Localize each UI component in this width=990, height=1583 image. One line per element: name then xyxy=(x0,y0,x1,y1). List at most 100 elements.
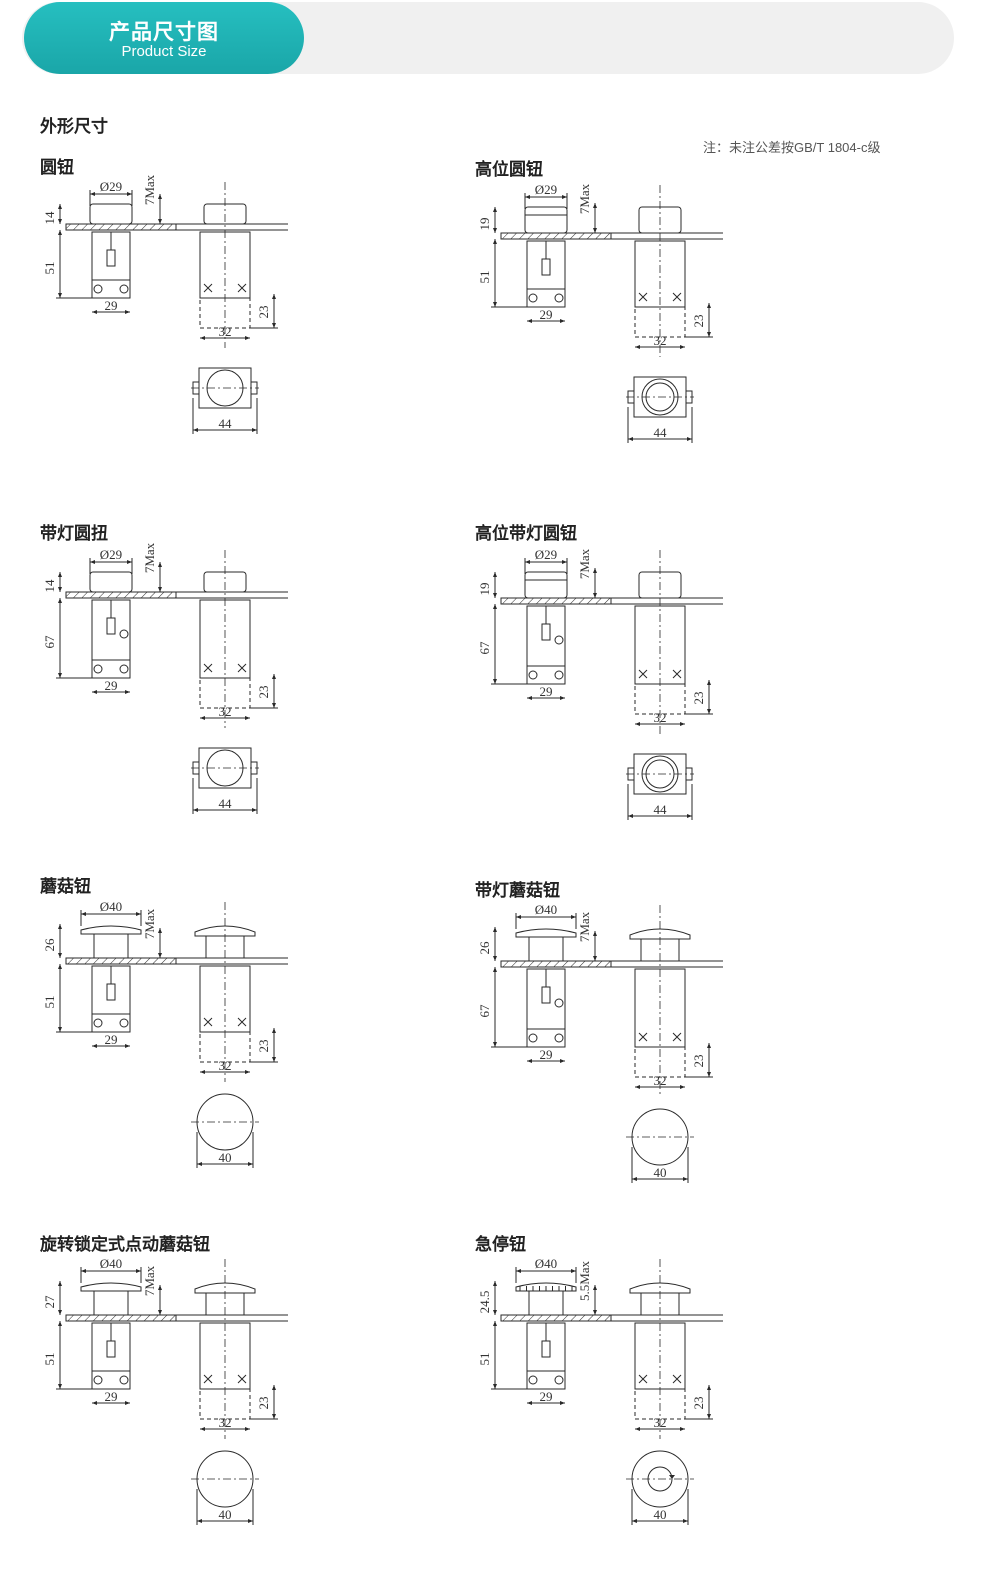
terminal-screw xyxy=(528,670,538,680)
width-label: 32 xyxy=(654,1415,667,1430)
button-collar xyxy=(93,933,129,959)
max-label: 7Max xyxy=(142,174,157,205)
base-width-label: 29 xyxy=(540,1389,553,1404)
terminal-screw xyxy=(93,664,103,674)
item-title: 旋转锁定式点动蘑菇钮 xyxy=(40,1235,210,1254)
mounting-panel xyxy=(65,223,177,231)
bottom-outline xyxy=(627,753,693,795)
head-height-label: 27 xyxy=(42,1295,57,1309)
item-title: 蘑菇钮 xyxy=(40,877,91,896)
contact-element xyxy=(541,1340,551,1358)
diameter-label: Ø29 xyxy=(100,179,122,194)
button-cap xyxy=(89,203,133,225)
mounting-panel xyxy=(500,1314,612,1322)
contact-element xyxy=(106,983,116,1001)
terminal-screw xyxy=(119,1375,129,1385)
item-title: 带灯圆扭 xyxy=(40,524,108,543)
button-cap xyxy=(80,1282,142,1292)
mounting-panel xyxy=(65,957,177,965)
width-label: 32 xyxy=(654,710,667,725)
body-height-label: 51 xyxy=(42,262,57,275)
banner-pill: 产品尺寸图 Product Size xyxy=(24,2,304,74)
max-label: 5.5Max xyxy=(577,1260,592,1301)
terminal-mark xyxy=(638,669,682,679)
head-height-label: 14 xyxy=(42,579,57,593)
diameter-label: Ø40 xyxy=(535,902,557,917)
outer-width-label: 40 xyxy=(654,1507,667,1522)
dimension-arrow xyxy=(90,560,132,564)
banner-title-en: Product Size xyxy=(121,43,207,60)
base-width-label: 29 xyxy=(540,307,553,322)
lamp-screw xyxy=(554,635,564,645)
mounting-panel xyxy=(65,1314,177,1322)
bottom-length-label: 23 xyxy=(691,1055,706,1068)
base-width-label: 29 xyxy=(105,678,118,693)
mounting-panel xyxy=(500,232,612,240)
dimension-arrow xyxy=(90,192,132,196)
outer-width-label: 40 xyxy=(219,1150,232,1165)
diameter-label: Ø40 xyxy=(100,1256,122,1271)
head-height-label: 26 xyxy=(477,941,492,955)
dimension-arrow xyxy=(58,572,62,592)
terminal-mark xyxy=(638,1374,682,1384)
bottom-length-label: 23 xyxy=(691,1397,706,1410)
optional-extension xyxy=(199,1031,251,1063)
tolerance-note: 注：未注公差按GB/T 1804-c级 xyxy=(703,140,881,155)
head-height-label: 19 xyxy=(477,583,492,596)
optional-extension xyxy=(634,1046,686,1078)
diameter-label: Ø40 xyxy=(100,899,122,914)
terminal-screw xyxy=(93,1375,103,1385)
dimension-arrow xyxy=(58,204,62,224)
dimension-arrow xyxy=(635,345,685,349)
diameter-label: Ø29 xyxy=(100,547,122,562)
button-collar xyxy=(93,1290,129,1316)
head-height-label: 24.5 xyxy=(477,1291,492,1314)
terminal-screw xyxy=(528,1033,538,1043)
diameter-label: Ø29 xyxy=(535,547,557,562)
bottom-length-label: 23 xyxy=(256,1397,271,1410)
head-height-label: 26 xyxy=(42,938,57,952)
body-height-label: 67 xyxy=(477,641,492,655)
contact-element xyxy=(541,623,551,641)
terminal-screw xyxy=(119,1018,129,1028)
item-title: 高位带灯圆钮 xyxy=(475,524,577,543)
optional-extension xyxy=(199,297,251,329)
diameter-label: Ø29 xyxy=(535,182,557,197)
width-label: 32 xyxy=(219,1415,232,1430)
body-height-label: 51 xyxy=(42,1353,57,1366)
section-title: 外形尺寸 xyxy=(40,117,108,136)
terminal-mark xyxy=(203,1374,247,1384)
max-label: 7Max xyxy=(142,1265,157,1296)
terminal-mark xyxy=(638,292,682,302)
dimension-arrow xyxy=(635,722,685,726)
mounting-panel xyxy=(500,960,612,968)
mounting-panel xyxy=(500,597,612,605)
head-height-label: 14 xyxy=(42,211,57,225)
terminal-screw xyxy=(528,293,538,303)
terminal-screw xyxy=(119,284,129,294)
bottom-length-label: 23 xyxy=(256,686,271,699)
mounting-panel xyxy=(65,591,177,599)
dimension-arrow xyxy=(635,1427,685,1431)
contact-element xyxy=(106,617,116,635)
terminal-screw xyxy=(554,670,564,680)
terminal-screw xyxy=(554,293,564,303)
outer-width-label: 44 xyxy=(654,425,668,440)
item-title: 急停钮 xyxy=(475,1235,526,1254)
rotate-arrow xyxy=(669,1475,675,1479)
optional-extension xyxy=(199,677,251,709)
button-collar xyxy=(528,1290,564,1316)
button-cap xyxy=(80,925,142,935)
base-width-label: 29 xyxy=(540,684,553,699)
button-cap xyxy=(89,571,133,593)
